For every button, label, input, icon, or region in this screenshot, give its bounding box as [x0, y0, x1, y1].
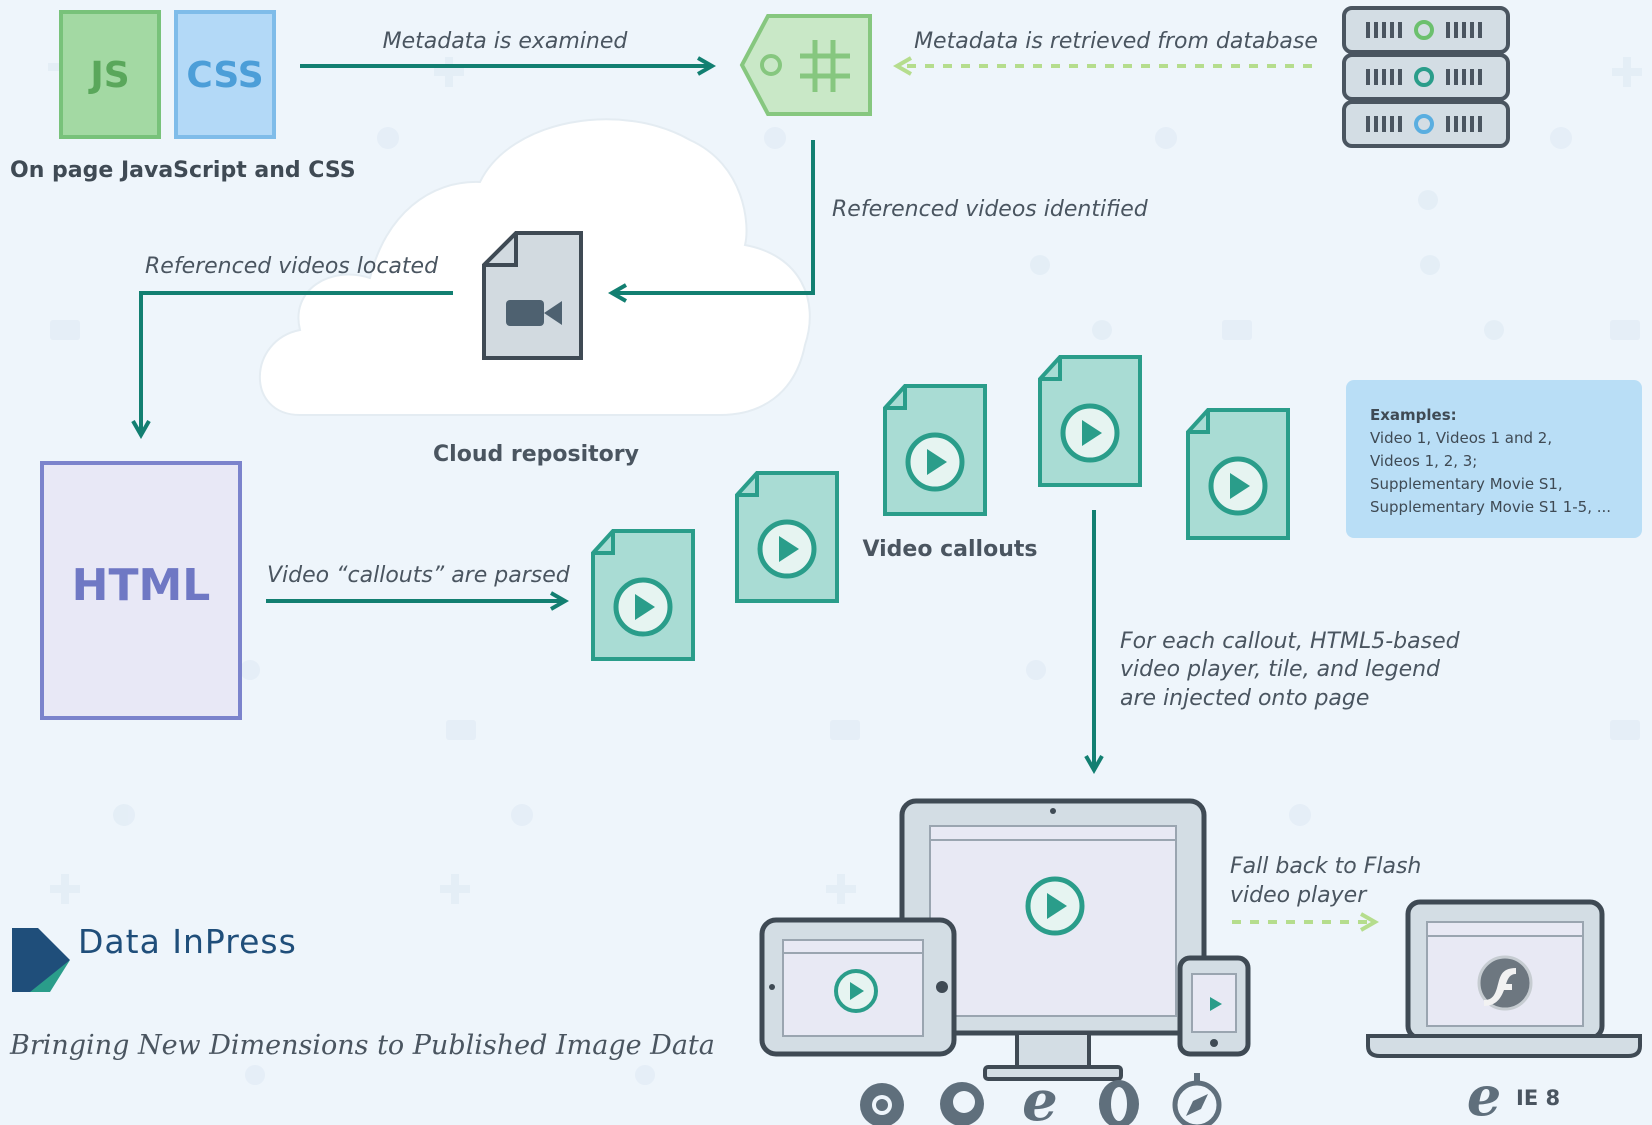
ie8-label: IE 8: [1516, 1086, 1561, 1110]
html-file-icon: HTML: [40, 461, 242, 720]
brand-name: Data InPress: [78, 922, 297, 961]
play-file-icon: [885, 386, 985, 514]
phone-icon: [1177, 955, 1251, 1057]
safari-icon: [1172, 1073, 1222, 1125]
play-file-icon: [593, 531, 693, 659]
label-fallback-1: Fall back to Flash: [1230, 854, 1421, 879]
label-fallback-2: video player: [1230, 883, 1368, 908]
examples-line: Videos 1, 2, 3;: [1370, 452, 1478, 470]
label-injected-3: are injected onto page: [1120, 686, 1369, 711]
label-injected-2: video player, tile, and legend: [1120, 657, 1441, 682]
label-callouts-parsed: Video “callouts” are parsed: [267, 563, 571, 588]
label-metadata-examined: Metadata is examined: [383, 29, 629, 54]
ie-icon: e: [1467, 1064, 1501, 1125]
chrome-icon: [860, 1083, 904, 1125]
examples-title: Examples:: [1370, 406, 1457, 424]
video-file-icon: [482, 231, 583, 360]
background-pattern: [48, 52, 1642, 1085]
label-cloud-repository: Cloud repository: [433, 442, 639, 467]
play-file-icon: [737, 473, 837, 601]
monitor-icon: [899, 798, 1207, 1081]
svg-text:JS: JS: [87, 55, 129, 96]
examples-line: Video 1, Videos 1 and 2,: [1370, 429, 1553, 447]
css-file-icon: CSS: [174, 10, 276, 139]
arrow-identified: [607, 140, 815, 303]
label-referenced-identified: Referenced videos identified: [832, 197, 1149, 222]
tag-icon: [739, 14, 872, 116]
laptop-icon: [1366, 899, 1642, 1058]
play-file-icon: [1040, 357, 1140, 485]
data-inpress-logo: [12, 928, 70, 992]
label-video-callouts: Video callouts: [863, 537, 1038, 562]
tablet-icon: [759, 917, 957, 1057]
brand-tagline: Bringing New Dimensions to Published Ima…: [10, 1030, 715, 1061]
label-on-page-js-css: On page JavaScript and CSS: [10, 158, 356, 183]
arrow-located: [131, 291, 453, 440]
svg-text:e: e: [1467, 1064, 1501, 1125]
js-file-icon: JS: [59, 10, 161, 139]
opera-icon: [1099, 1080, 1139, 1125]
label-injected-1: For each callout, HTML5-based: [1120, 629, 1461, 654]
server-icon: [1342, 6, 1510, 148]
play-file-icon: [1188, 410, 1288, 538]
firefox-icon: [940, 1082, 984, 1125]
flash-icon: [1477, 955, 1533, 1011]
svg-text:HTML: HTML: [72, 560, 211, 611]
svg-text:e: e: [1022, 1068, 1058, 1125]
examples-box: Examples: Video 1, Videos 1 and 2, Video…: [1346, 380, 1642, 538]
examples-line: Supplementary Movie S1,: [1370, 475, 1563, 493]
examples-line: Supplementary Movie S1 1-5, ...: [1370, 498, 1612, 516]
label-referenced-located: Referenced videos located: [145, 254, 439, 279]
ie-icon: e: [1022, 1068, 1058, 1125]
svg-text:CSS: CSS: [186, 55, 263, 96]
label-metadata-retrieved: Metadata is retrieved from database: [914, 29, 1318, 54]
